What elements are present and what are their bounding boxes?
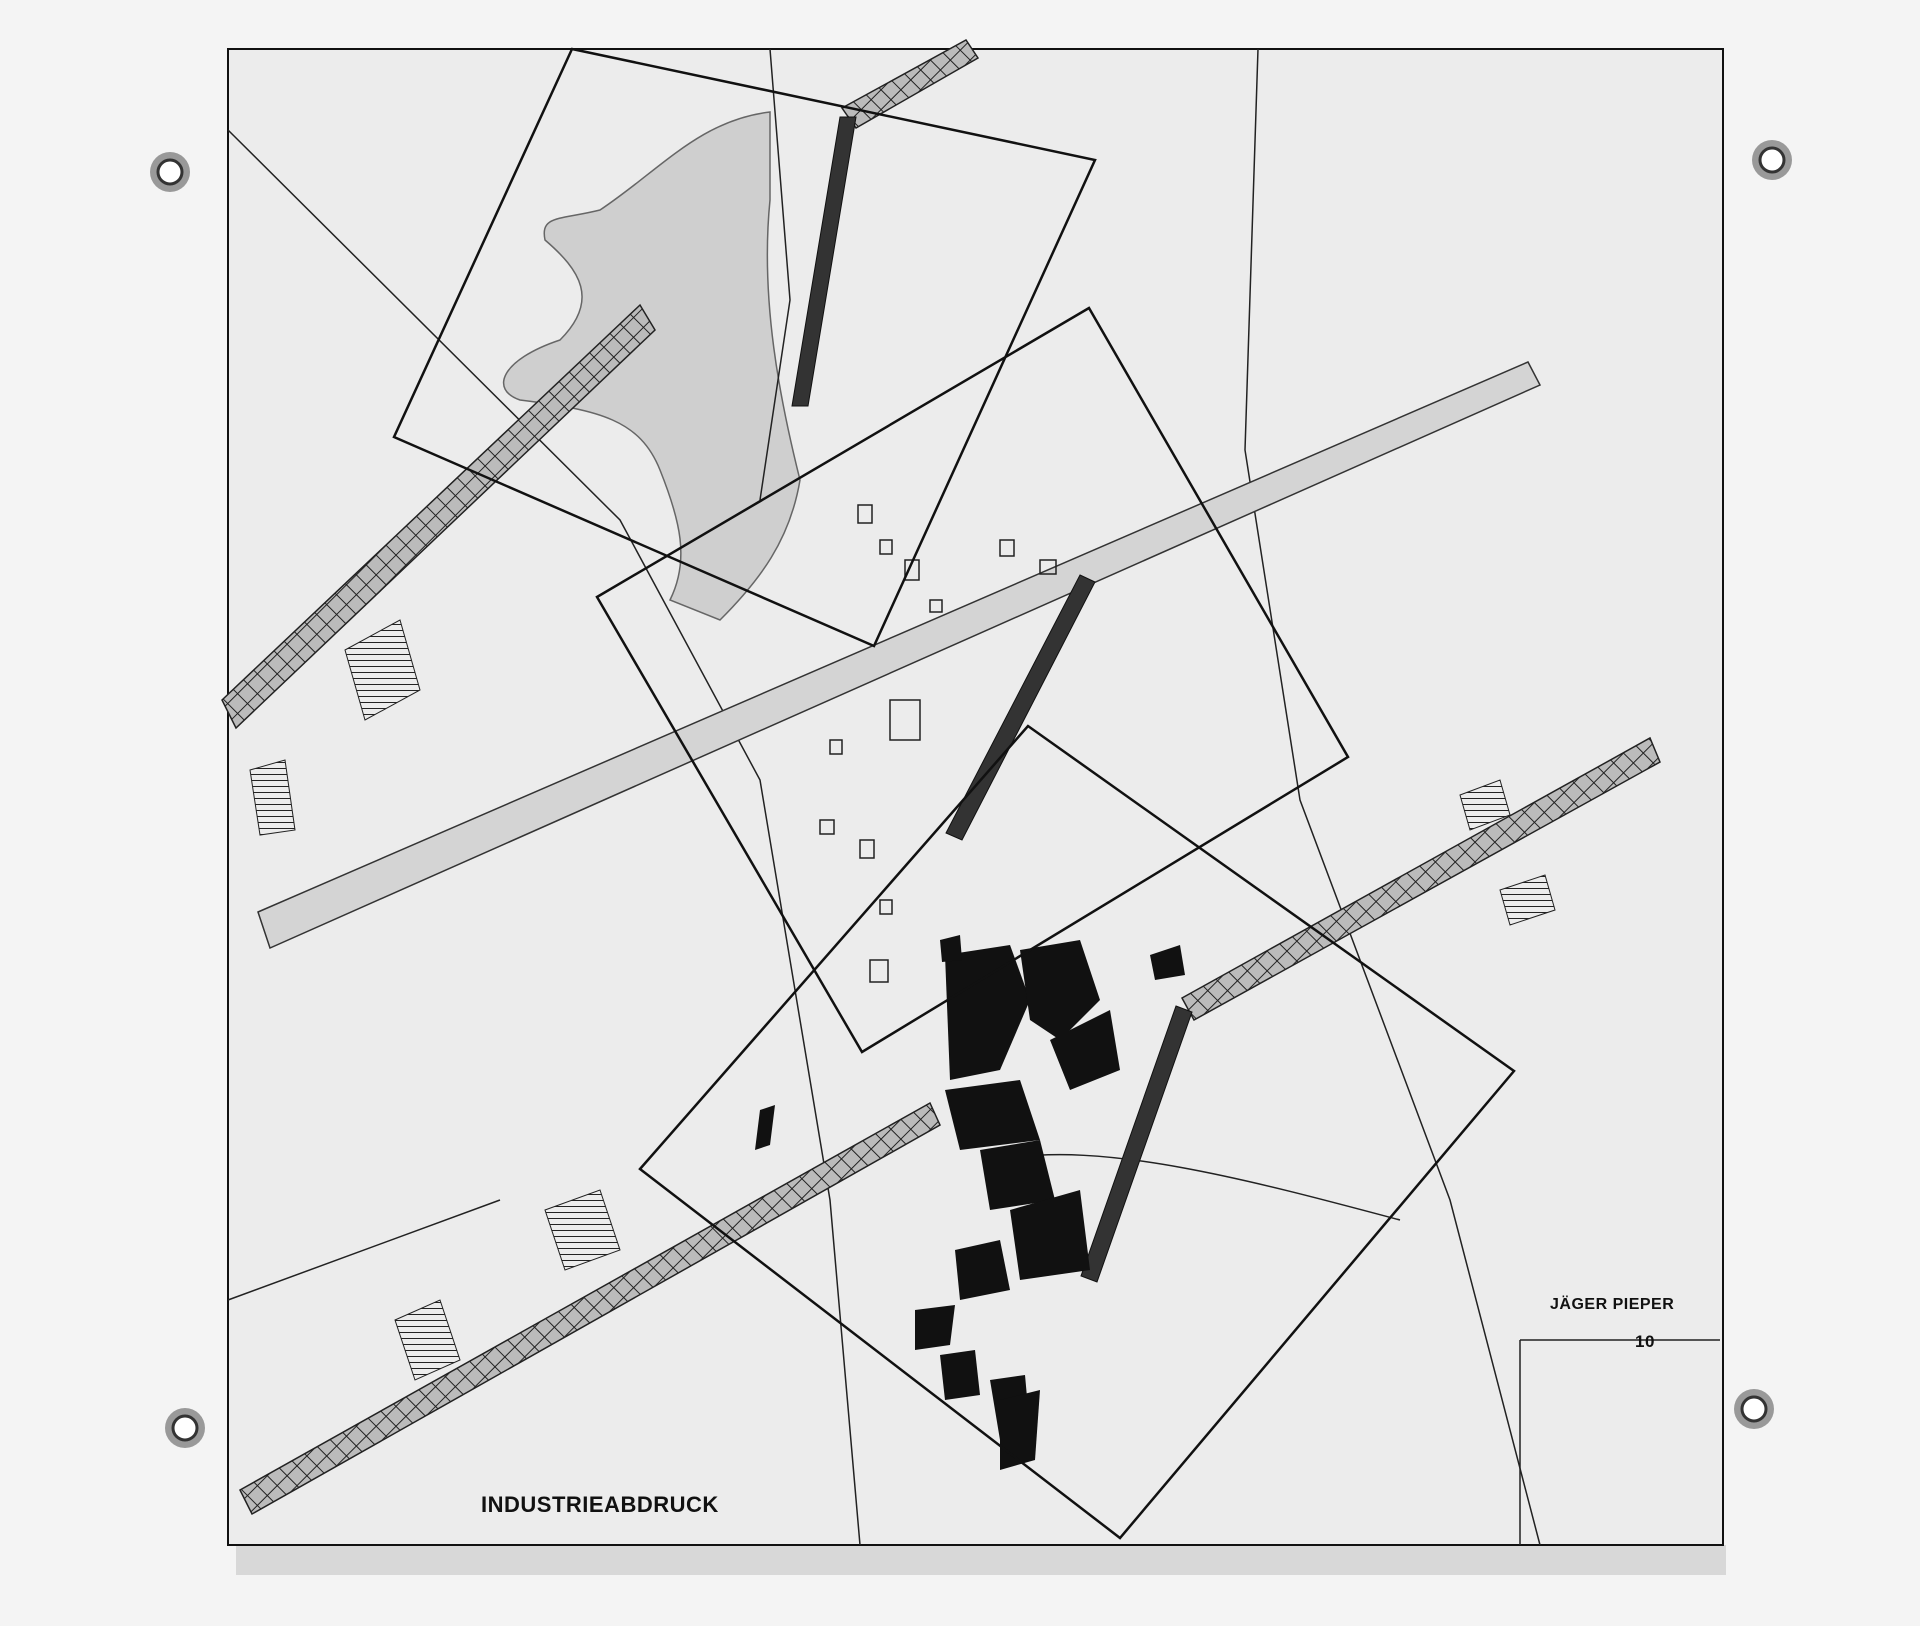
overlay-frames	[392, 47, 1516, 1540]
grommet-icon	[1734, 1389, 1774, 1429]
dark-bridge	[945, 574, 1096, 841]
grommet-icon	[1752, 140, 1792, 180]
dark-bridge	[791, 116, 857, 407]
drawing-title: INDUSTRIEABDRUCK	[481, 1492, 719, 1517]
author-label: JÄGER PIEPER	[1550, 1296, 1675, 1313]
truss-bridge	[221, 303, 656, 730]
dark-bridge	[1080, 1005, 1193, 1283]
outlined-buildings	[819, 504, 1057, 983]
grommet-icon	[165, 1408, 205, 1448]
sheet-number: 10	[1635, 1332, 1655, 1351]
gray-bridge	[257, 361, 1542, 950]
sheet-shadow	[236, 1545, 1726, 1575]
grommet-icon	[150, 152, 190, 192]
hatched-buildings	[249, 619, 1556, 1381]
truss-bridge	[239, 1101, 941, 1516]
town-blocks	[755, 935, 1185, 1470]
